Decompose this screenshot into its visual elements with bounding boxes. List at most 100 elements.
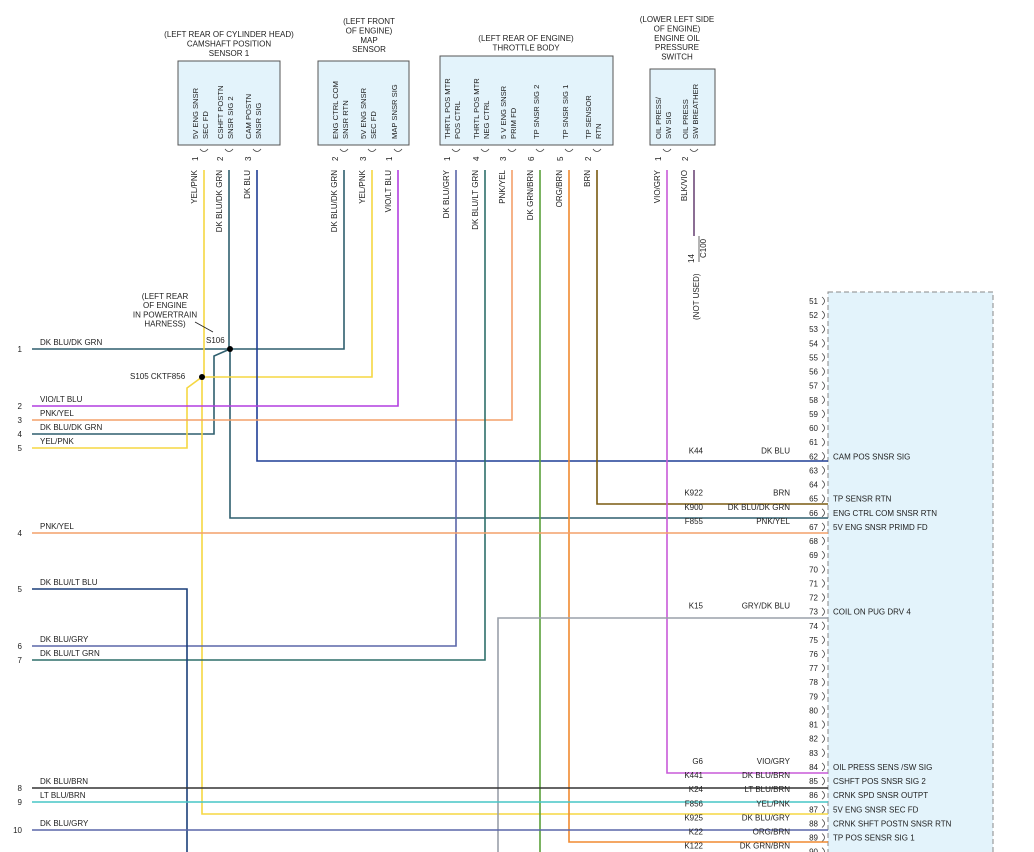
circuit-color: PNK/YEL: [756, 517, 790, 526]
wire-dkblu-9: [256, 170, 828, 462]
cavity-number: 77: [809, 664, 818, 673]
circuit-color: ORG/BRN: [753, 828, 791, 837]
cavity-terminal: [821, 339, 825, 348]
cavity-number: 71: [809, 579, 818, 588]
cavity-number: 60: [809, 424, 818, 433]
connector-tb-title: THROTTLE BODY: [492, 43, 560, 52]
pin-label: TP SENSOR: [584, 95, 593, 139]
pin-label: PRIM FD: [509, 107, 518, 139]
s105-name: S105 CKTF856: [130, 372, 186, 381]
connector-layer: [177, 55, 716, 380]
cavity-number: 68: [809, 537, 818, 546]
cavity-terminal: [821, 353, 825, 362]
cavity-terminal: [821, 692, 825, 701]
circuit-color: DK BLU/BRN: [742, 771, 790, 780]
connector-cam-title: CAMSHAFT POSITION: [187, 39, 272, 48]
pin-number: 1: [654, 156, 663, 161]
wire-pnk_yel-11: [32, 170, 513, 421]
connector-tb-body: [439, 55, 614, 146]
left-wire-number: 6: [18, 642, 23, 651]
wire-layer: [32, 170, 828, 852]
wire-color-label: YEL/PNK: [358, 169, 367, 203]
connector-oil-title: ENGINE OIL: [654, 34, 700, 43]
pin-terminal: [252, 148, 262, 152]
cavity-number: 63: [809, 466, 818, 475]
left-wire-label: LT BLU/BRN: [40, 791, 86, 800]
pin-terminal: [689, 148, 699, 152]
left-wire-number: 10: [13, 826, 22, 835]
left-wire-label: DK BLU/DK GRN: [40, 338, 102, 347]
circuit-function: TP SENSR RTN: [833, 495, 892, 504]
wire-brn-16: [596, 170, 828, 505]
wire-color-label: BLK/VIO: [680, 170, 689, 201]
cavity-number: 82: [809, 735, 818, 744]
wire-dkblu_dkgrn-2: [229, 349, 828, 519]
circuit-color: DK BLU: [761, 446, 790, 455]
left-wire-label: DK BLU/DK GRN: [40, 423, 102, 432]
wire-color-label: DK BLU: [243, 170, 252, 199]
pin-label: 5 V ENG SNSR: [499, 85, 508, 139]
cavity-terminal: [821, 409, 825, 419]
circuit-code: K441: [684, 771, 703, 780]
pin-number: 2: [584, 156, 593, 161]
cavity-number: 54: [809, 339, 818, 348]
pin-number: 5: [556, 156, 565, 161]
cavity-number: 69: [809, 551, 818, 560]
cavity-number: 81: [809, 721, 818, 730]
pin-terminal: [535, 148, 545, 152]
connector-cam-title: (LEFT REAR OF CYLINDER HEAD): [164, 30, 294, 39]
cavity-number: 83: [809, 749, 818, 758]
connector-cam-title: SENSOR 1: [209, 49, 250, 58]
cavity-number: 59: [809, 410, 818, 419]
cavity-terminal: [821, 423, 825, 433]
pin-number: 3: [359, 156, 368, 161]
circuit-function: 5V ENG SNSR SEC FD: [833, 805, 919, 814]
cavity-terminal: [821, 395, 825, 405]
pin-label: THRTL POS MTR: [443, 78, 452, 139]
cavity-terminal: [821, 621, 825, 631]
wire-dkblu_ltgrn-13: [32, 170, 486, 661]
wire-yel_pnk-8: [32, 376, 203, 449]
pin-terminal: [480, 148, 490, 152]
c100-note: (NOT USED): [692, 273, 701, 320]
connector-map-title: (LEFT FRONT: [343, 17, 395, 26]
cavity-number: 53: [809, 325, 818, 334]
cavity-terminal: [821, 762, 825, 772]
left-wire-label: VIO/LT BLU: [40, 395, 83, 404]
pin-terminal: [199, 148, 209, 152]
wire-org_brn-15: [568, 170, 828, 843]
cavity-number: 72: [809, 594, 818, 603]
pin-terminal: [224, 148, 234, 152]
left-wire-label: DK BLU/LT GRN: [40, 649, 100, 658]
pin-label: SNSR SIG: [254, 103, 263, 139]
left-wire-label: DK BLU/GRY: [40, 819, 89, 828]
cavity-terminal: [821, 663, 825, 673]
cavity-terminal: [821, 536, 825, 546]
s106-name: S106: [206, 336, 225, 345]
cavity-number: 85: [809, 777, 818, 786]
cavity-number: 61: [809, 438, 818, 447]
left-wire-number: 1: [18, 345, 23, 354]
pin-label: POS CTRL: [453, 101, 462, 139]
pin-terminal: [662, 148, 672, 152]
connector-oil-title: PRESSURE: [655, 43, 699, 52]
cavity-number: 90: [809, 848, 818, 852]
circuit-code: F855: [685, 517, 704, 526]
pin-number: 2: [216, 156, 225, 161]
cavity-number: 55: [809, 353, 818, 362]
cavity-terminal: [821, 790, 825, 800]
wire-color-label: DK BLU/LT GRN: [471, 170, 480, 230]
cavity-terminal: [821, 579, 825, 588]
wire-color-label: PNK/YEL: [498, 169, 507, 203]
cavity-terminal: [821, 833, 825, 842]
circuit-function: CAM POS SNSR SIG: [833, 452, 910, 461]
cavity-terminal: [821, 734, 825, 744]
cavity-number: 73: [809, 608, 818, 617]
cavity-terminal: [821, 508, 825, 518]
circuit-function: CRNK SHFT POSTN SNSR RTN: [833, 819, 952, 828]
cavity-number: 84: [809, 763, 818, 772]
left-wire-number: 7: [18, 656, 23, 665]
connector-map-title: SENSOR: [352, 45, 386, 54]
cavity-number: 58: [809, 396, 818, 405]
s106-note: OF ENGINE: [143, 301, 187, 310]
